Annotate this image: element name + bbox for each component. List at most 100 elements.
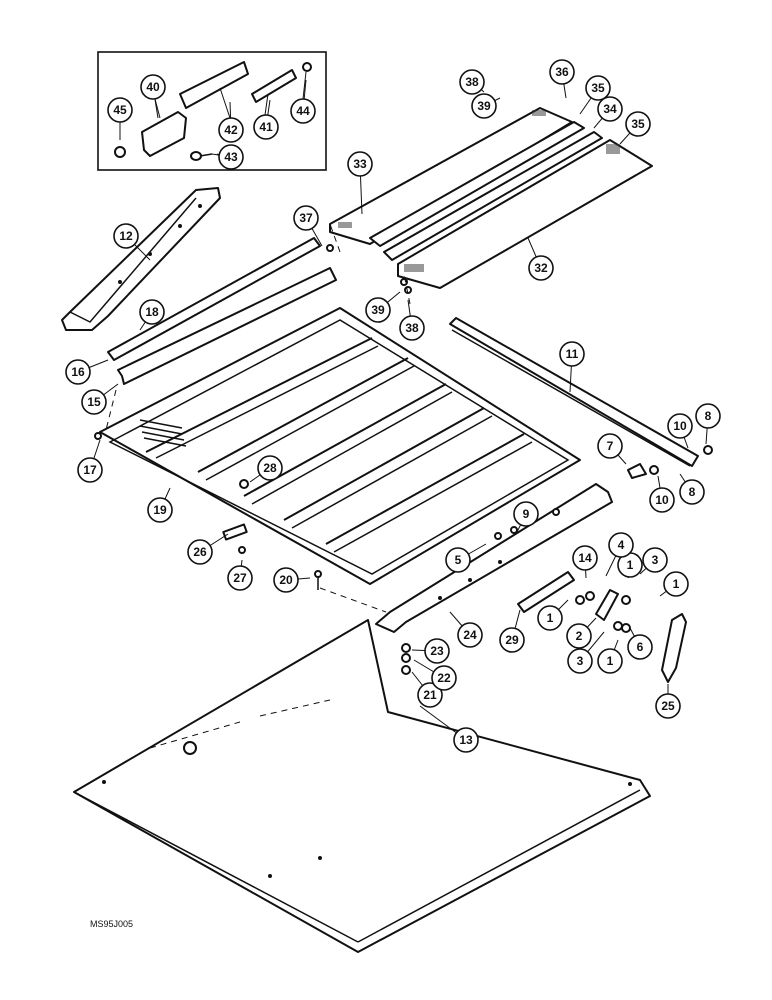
callout-circle-c42 [218, 117, 244, 143]
callout-circle-c23 [424, 638, 450, 664]
callout-label-c15: 15 [87, 395, 101, 409]
callout-c38a: 38 [459, 69, 485, 95]
callout-circle-c40 [140, 74, 166, 100]
callout-c26: 26 [187, 533, 229, 565]
callout-circle-c6 [627, 634, 653, 660]
callout-label-c20: 20 [279, 573, 293, 587]
callout-label-c8b: 8 [689, 485, 696, 499]
callout-label-c12: 12 [119, 229, 133, 243]
callout-label-c17: 17 [83, 463, 97, 477]
callout-label-c44: 44 [296, 104, 310, 118]
callout-label-c18: 18 [145, 305, 159, 319]
callout-circle-c14 [572, 545, 598, 571]
callout-label-c33: 33 [353, 157, 367, 171]
rails-34-35 [369, 121, 603, 261]
callout-c5: 5 [445, 543, 487, 573]
callout-label-c3a: 3 [652, 553, 659, 567]
callout-label-c38b: 38 [405, 321, 419, 335]
callout-c4: 4 [605, 532, 634, 577]
callout-label-c41: 41 [259, 120, 273, 134]
callout-c3b: 3 [567, 631, 605, 674]
callout-circle-c7 [597, 433, 623, 459]
callout-c18: 18 [139, 299, 165, 331]
callout-label-c36: 36 [555, 65, 569, 79]
callout-c22: 22 [413, 659, 457, 691]
callout-c14: 14 [572, 545, 598, 579]
callout-circle-c37 [293, 205, 319, 231]
callout-circle-c10a [667, 413, 693, 439]
callout-circle-c1b [663, 571, 689, 597]
callout-circle-c13 [453, 727, 479, 753]
callout-label-c2: 2 [576, 629, 583, 643]
reference-code: MS95J005 [90, 919, 133, 929]
callout-label-c27: 27 [233, 571, 247, 585]
callout-circle-c34 [597, 96, 623, 122]
callout-circle-c9 [513, 501, 539, 527]
angle-strips-15-16 [107, 237, 337, 385]
callout-circle-c39b [365, 297, 391, 323]
callout-label-c1c: 1 [547, 611, 554, 625]
callout-circle-c28 [257, 455, 283, 481]
callout-circle-c35a [585, 75, 611, 101]
callout-circle-c29 [499, 627, 525, 653]
callout-c8a: 8 [695, 403, 721, 445]
callout-circle-c18 [139, 299, 165, 325]
callout-circle-c11 [559, 341, 585, 367]
callout-label-c14: 14 [578, 551, 592, 565]
callout-c1c: 1 [537, 599, 569, 631]
callout-c38b: 38 [399, 299, 425, 341]
callout-circle-c32 [528, 255, 554, 281]
callout-label-c11: 11 [566, 347, 579, 361]
callout-label-c22: 22 [437, 671, 451, 685]
callout-circle-c36 [549, 59, 575, 85]
callout-label-c19: 19 [153, 503, 167, 517]
callout-label-c26: 26 [193, 545, 207, 559]
callout-c35b: 35 [619, 111, 651, 145]
callout-circle-c45 [107, 97, 133, 123]
callout-circle-c33 [347, 151, 373, 177]
callout-label-c8a: 8 [705, 409, 712, 423]
callout-circle-c8b [679, 479, 705, 505]
callout-label-c25: 25 [661, 699, 675, 713]
callout-circle-c26 [187, 539, 213, 565]
callout-label-c42: 42 [224, 123, 238, 137]
callout-label-c1d: 1 [607, 654, 614, 668]
construction-lines [105, 223, 411, 613]
callout-c34: 34 [593, 96, 623, 129]
callout-c3a: 3 [639, 547, 668, 575]
lower-pan-32 [397, 139, 653, 289]
callout-circle-c44 [290, 98, 316, 124]
callout-label-c32: 32 [534, 261, 548, 275]
callout-circle-c22 [431, 665, 457, 691]
callout-circle-c8a [695, 403, 721, 429]
callout-c25: 25 [655, 684, 681, 719]
callout-c20: 20 [273, 567, 311, 593]
callout-c41: 41 [253, 99, 279, 140]
callout-circle-c16 [65, 359, 91, 385]
inset-detail-box [97, 51, 327, 171]
callout-c1d: 1 [597, 639, 623, 674]
callout-label-c35b: 35 [631, 117, 645, 131]
callout-label-c40: 40 [146, 80, 160, 94]
callout-c21: 21 [411, 671, 443, 708]
callout-label-c21: 21 [423, 688, 437, 702]
callout-label-c1a: 1 [627, 558, 634, 572]
callout-c19: 19 [147, 487, 173, 523]
callout-c15: 15 [81, 383, 119, 415]
callout-c10a: 10 [667, 413, 693, 449]
callout-c7: 7 [597, 433, 627, 465]
callout-c35a: 35 [579, 75, 611, 115]
callout-label-c24: 24 [463, 628, 477, 642]
callout-label-c28: 28 [263, 461, 277, 475]
callout-label-c13: 13 [459, 733, 473, 747]
callout-circle-c17 [77, 457, 103, 483]
callout-c24: 24 [449, 611, 483, 648]
callout-c44: 44 [290, 79, 316, 124]
callout-c17: 17 [77, 439, 103, 483]
callout-circle-c24 [457, 622, 483, 648]
callout-circle-c10b [649, 487, 675, 513]
callout-c11: 11 [559, 341, 585, 393]
callout-circle-c25 [655, 693, 681, 719]
callout-c36: 36 [549, 59, 575, 99]
callout-c2: 2 [566, 617, 597, 649]
